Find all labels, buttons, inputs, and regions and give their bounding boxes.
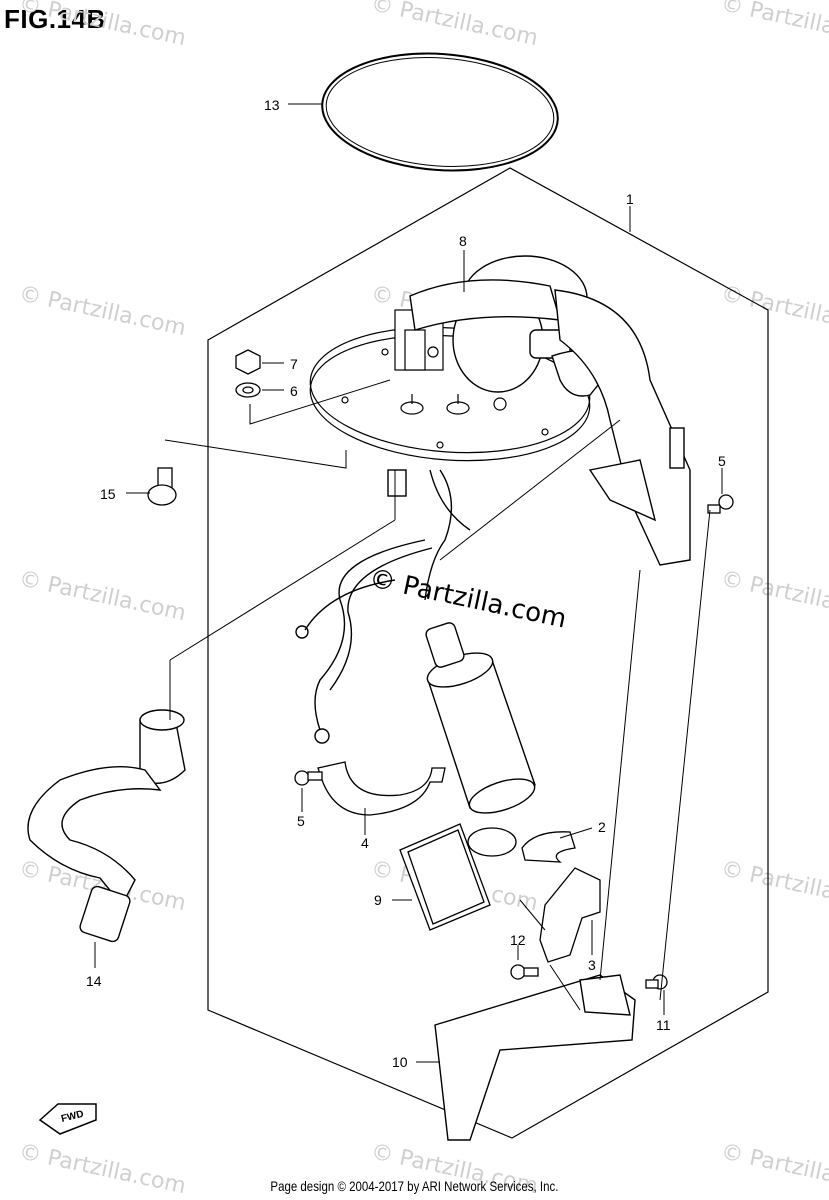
figure-title: FIG.14B [4, 4, 106, 34]
callout-1: 1 [626, 191, 634, 207]
callout-7: 7 [290, 356, 298, 372]
page-footer: Page design © 2004-2017 by ARI Network S… [270, 1178, 559, 1194]
watermark-text: © Partzilla.com [17, 566, 188, 626]
screw-parts-lower [510, 964, 668, 990]
fwd-label: FWD [60, 1109, 85, 1125]
bolt-part-15 [147, 467, 177, 506]
watermark-text: © Partzilla.com [719, 281, 829, 341]
callout-12: 12 [510, 932, 526, 948]
callout-8: 8 [459, 233, 467, 249]
callout-5: 5 [718, 453, 726, 469]
assembly-outline [207, 167, 769, 1139]
mounting-bracket-part [539, 867, 601, 963]
fuel-hose-bracket [554, 289, 691, 566]
watermark-text: © Partzilla.com [17, 0, 188, 51]
watermark-text: © Partzilla.com [17, 281, 188, 341]
screw-parts [294, 494, 734, 786]
watermark-text: © Partzilla.com [369, 0, 540, 51]
callout-13: 13 [264, 97, 280, 113]
callout-10: 10 [392, 1054, 408, 1070]
retainer-clip-part [521, 831, 576, 863]
pressure-regulator-part [409, 255, 611, 397]
watermark-layer: © Partzilla.com © Partzilla.com © Partzi… [17, 0, 829, 1199]
watermark-text: © Partzilla.com [719, 856, 829, 916]
callout-14: 14 [86, 973, 102, 989]
callout-5: 5 [297, 813, 305, 829]
watermark-text: © Partzilla.com [719, 566, 829, 626]
leader-lines [94, 103, 723, 1063]
o-ring-part [321, 52, 559, 172]
watermark-center: © Partzilla.com [367, 564, 569, 635]
callout-3: 3 [588, 957, 596, 973]
fuel-filter-screen [399, 823, 517, 931]
callout-2: 2 [598, 819, 606, 835]
fuel-pump-motor [425, 622, 536, 814]
watermark-text: © Partzilla.com [719, 0, 829, 51]
pump-clamp-part [317, 761, 446, 816]
callout-6: 6 [290, 383, 298, 399]
bottom-tray-part [434, 974, 636, 1141]
wiring-harness [295, 469, 471, 744]
callout-11: 11 [656, 1017, 671, 1033]
fwd-arrow-icon: FWD [38, 1103, 97, 1135]
callout-15: 15 [100, 486, 116, 502]
fuel-hose-part [27, 709, 186, 943]
callout-4: 4 [361, 835, 369, 851]
callout-9: 9 [374, 892, 382, 908]
callout-labels: 1 2 3 4 5 5 6 7 8 9 10 11 12 13 14 15 [86, 97, 726, 1070]
nut-washer-parts [235, 349, 261, 398]
